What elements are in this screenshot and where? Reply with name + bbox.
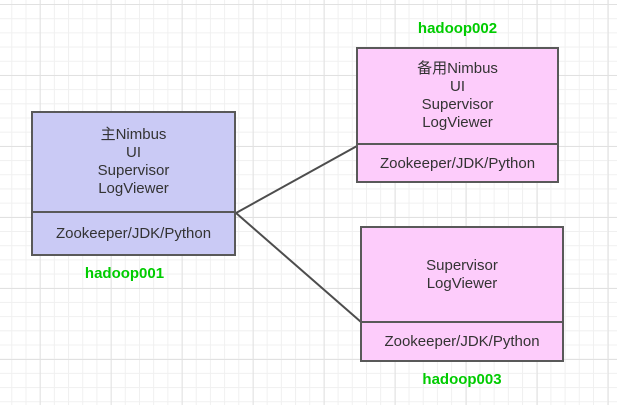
node-hadoop001-services: 主Nimbus UI Supervisor LogViewer [97,126,170,197]
node-hadoop003[interactable]: Supervisor LogViewer Zookeeper/JDK/Pytho… [360,226,564,362]
node-hadoop002-runtime: Zookeeper/JDK/Python [358,143,557,181]
node-hadoop002-services: 备用Nimbus UI Supervisor LogViewer [417,60,498,131]
connector-hadoop001-hadoop002[interactable] [235,145,358,214]
node-hadoop003-services: Supervisor LogViewer [426,256,498,292]
connector-hadoop001-hadoop003[interactable] [235,212,362,323]
node-hadoop003-runtime: Zookeeper/JDK/Python [362,321,562,360]
node-hadoop002[interactable]: 备用Nimbus UI Supervisor LogViewer Zookeep… [356,47,559,183]
host-label-hadoop001[interactable]: hadoop001 [84,265,165,282]
host-label-hadoop002[interactable]: hadoop002 [417,20,498,37]
node-hadoop001[interactable]: 主Nimbus UI Supervisor LogViewer Zookeepe… [31,111,236,256]
host-label-hadoop003[interactable]: hadoop003 [422,371,502,388]
node-hadoop001-runtime: Zookeeper/JDK/Python [33,211,234,254]
